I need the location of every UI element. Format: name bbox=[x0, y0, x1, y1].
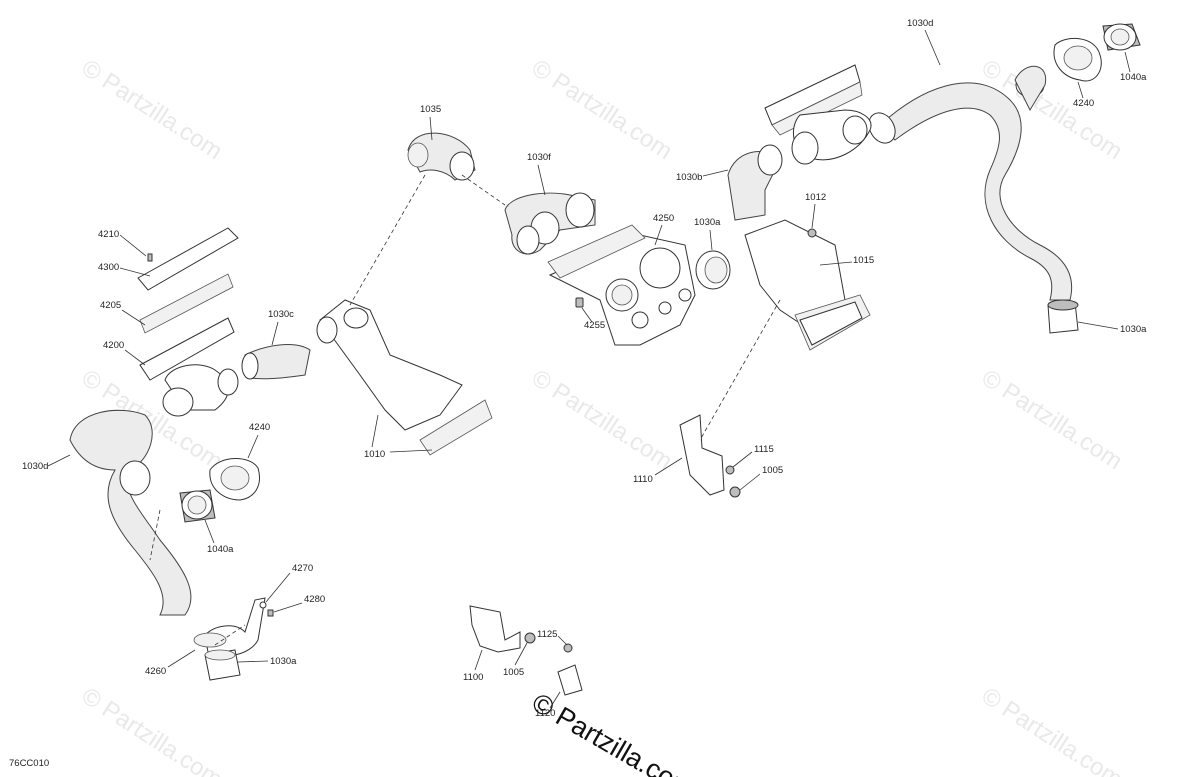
hose-1030d-right bbox=[868, 65, 1073, 301]
watermark: © Partzilla.com bbox=[77, 682, 227, 777]
intake-bracket-right bbox=[764, 64, 872, 165]
clip-4210 bbox=[147, 253, 153, 262]
cap-1030a-right bbox=[1047, 299, 1079, 334]
part-label: 1015 bbox=[853, 255, 874, 266]
hose-1030b bbox=[727, 144, 783, 221]
intake-4200 bbox=[139, 317, 239, 417]
part-label: 1030d bbox=[907, 18, 933, 29]
nut-1005-center bbox=[729, 486, 741, 498]
part-label: 4240 bbox=[249, 422, 270, 433]
part-label: 1030a bbox=[1120, 324, 1147, 335]
part-label: 1030f bbox=[527, 152, 551, 163]
part-label: 4240 bbox=[1073, 98, 1094, 109]
hose-1030d-left bbox=[69, 409, 192, 616]
part-label: 4210 bbox=[98, 229, 119, 240]
part-label: 4250 bbox=[653, 213, 674, 224]
part-label: 4255 bbox=[584, 320, 605, 331]
cover-4300 bbox=[137, 227, 239, 291]
screw-4280 bbox=[267, 609, 274, 617]
part-label: 1005 bbox=[503, 667, 524, 678]
part-label: 4205 bbox=[100, 300, 121, 311]
part-label: 4270 bbox=[292, 563, 313, 574]
bracket-1110 bbox=[679, 414, 725, 496]
watermark: © Partzilla.com bbox=[977, 682, 1127, 777]
duct-1015 bbox=[744, 219, 871, 351]
part-label: 1100 bbox=[463, 672, 483, 683]
bracket-1100 bbox=[469, 605, 521, 653]
part-label: 4300 bbox=[98, 262, 119, 273]
nut-1115 bbox=[725, 465, 735, 475]
part-label: 1030b bbox=[676, 172, 702, 183]
part-label: 1030a bbox=[694, 217, 721, 228]
part-label: 1010 bbox=[364, 449, 385, 460]
assembly-lines bbox=[149, 174, 781, 646]
console-4250 bbox=[547, 224, 696, 346]
cap-1030a-left bbox=[204, 649, 241, 681]
hose-1030f bbox=[504, 192, 596, 255]
part-label: 1040a bbox=[1120, 72, 1147, 83]
part-label: 1030a bbox=[270, 656, 297, 667]
bracket-4260 bbox=[193, 597, 266, 657]
corner-watermark: © Partzilla.com bbox=[527, 687, 700, 777]
diagram-code: 76CC010 bbox=[9, 758, 49, 769]
screw-1012 bbox=[807, 228, 817, 238]
part-label: 4260 bbox=[145, 666, 166, 677]
part-label: 1005 bbox=[762, 465, 783, 476]
screw-4255 bbox=[575, 297, 584, 308]
cap-1030a-center bbox=[695, 250, 731, 290]
part-labels: 1030d 1040a 4240 1035 1030f 1030b 4250 1… bbox=[22, 18, 1147, 719]
spacer-4270 bbox=[259, 601, 267, 609]
part-label: 1110 bbox=[633, 474, 653, 485]
adapter-4240-left bbox=[209, 458, 260, 501]
watermark: © Partzilla.com bbox=[527, 54, 677, 165]
part-label: 1115 bbox=[754, 444, 774, 455]
watermark: © Partzilla.com bbox=[527, 364, 677, 475]
part-label: 1012 bbox=[805, 192, 826, 203]
watermark: © Partzilla.com bbox=[977, 364, 1127, 475]
part-label: 1030d bbox=[22, 461, 48, 472]
duct-1010 bbox=[316, 299, 493, 456]
bracket-1120 bbox=[557, 664, 583, 696]
watermark: © Partzilla.com bbox=[77, 54, 227, 165]
part-label: 1125 bbox=[537, 629, 557, 640]
nut-1125 bbox=[563, 643, 573, 653]
part-label: 1040a bbox=[207, 544, 234, 555]
part-label: 4280 bbox=[304, 594, 325, 605]
elbow-1035 bbox=[407, 132, 476, 181]
part-label: 1120 bbox=[535, 708, 555, 719]
nut-1005-bottom bbox=[524, 632, 536, 644]
part-label: 1035 bbox=[420, 104, 441, 115]
part-label: 4200 bbox=[103, 340, 124, 351]
filter-4205 bbox=[139, 273, 234, 334]
cap-1040a-left bbox=[179, 489, 216, 523]
part-label: 1030c bbox=[268, 309, 294, 320]
cap-1040a-right bbox=[1102, 23, 1141, 51]
hose-1030c bbox=[241, 344, 311, 380]
adapter-4240-right bbox=[1053, 37, 1102, 82]
